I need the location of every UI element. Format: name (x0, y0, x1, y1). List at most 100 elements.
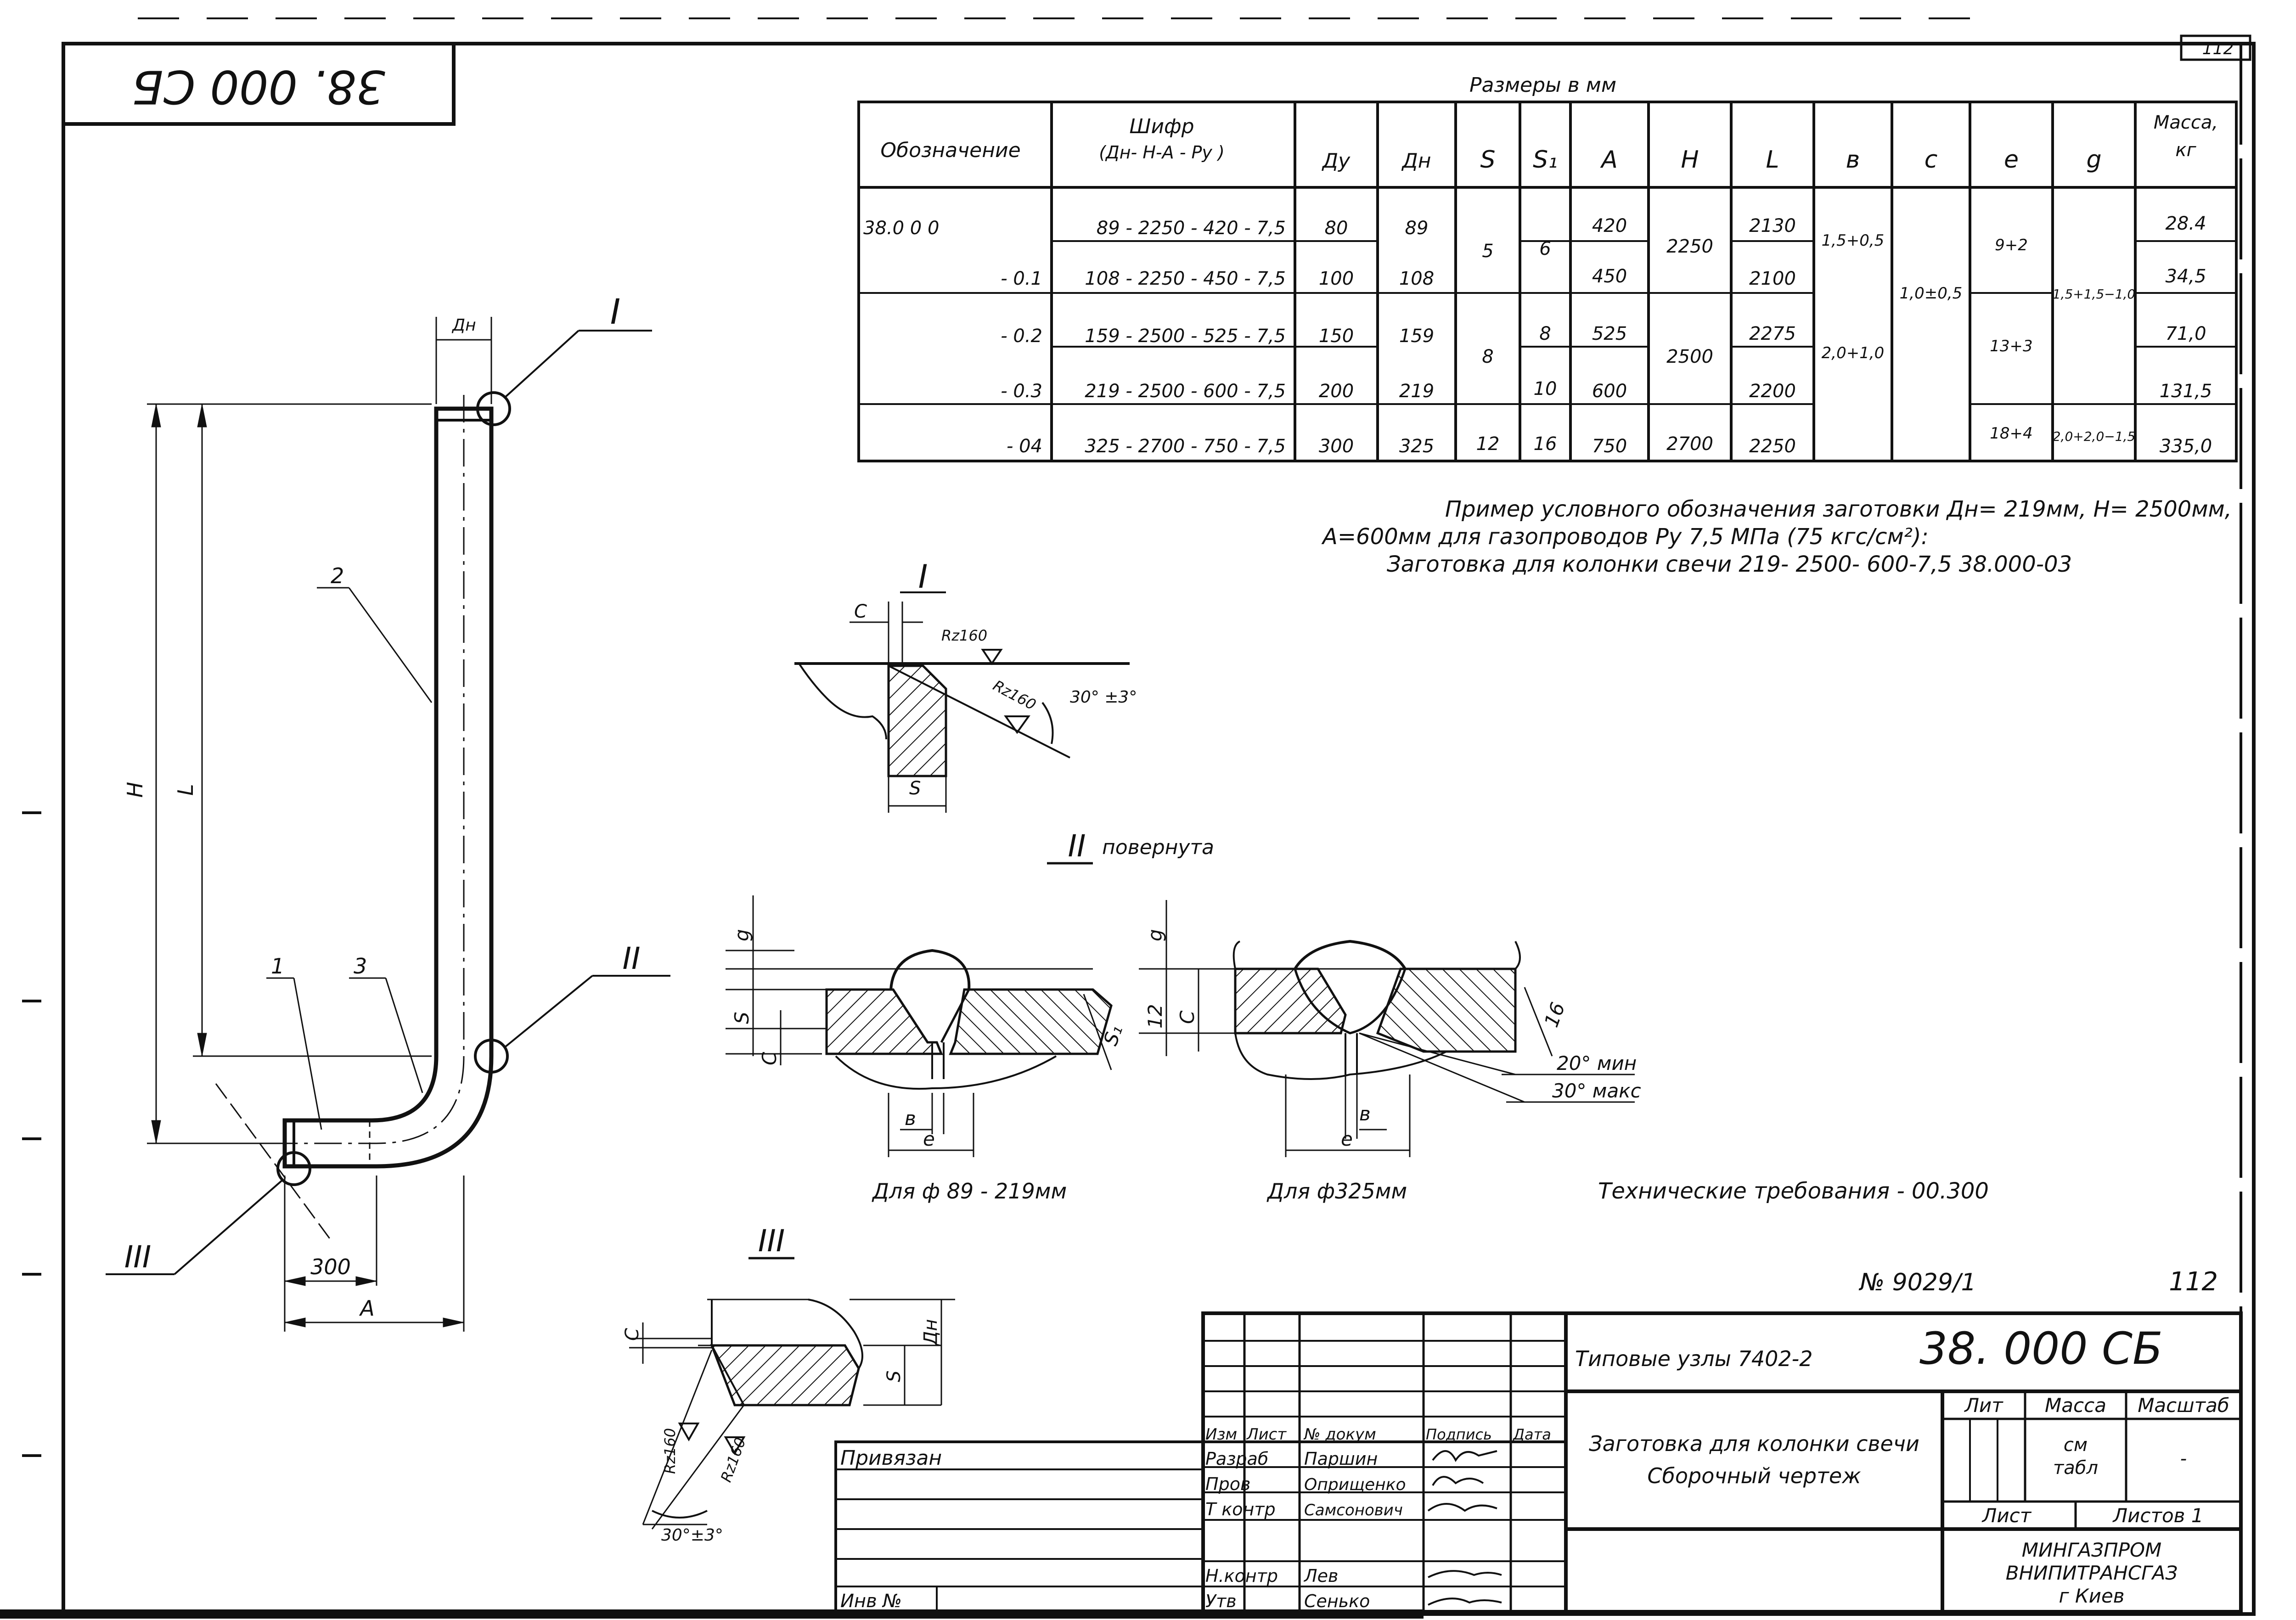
series-label: Типовые узлы 7402-2 (1575, 1346, 1813, 1371)
header-e: е (2004, 146, 2019, 174)
example-line-1: Пример условного обозначения заготовки Д… (1445, 496, 2232, 522)
col-doc: № докум (1303, 1425, 1376, 1444)
detail-2-note: повернута (1102, 836, 1214, 859)
detail-2-dim12: 12 (1144, 1004, 1166, 1029)
row-3-du: 150 (1319, 326, 1354, 347)
s1-10: 10 (1534, 378, 1557, 399)
row-4-designation: - 0.3 (1001, 381, 1042, 402)
row-5-l: 2250 (1749, 436, 1796, 457)
col-izm: Изм (1205, 1425, 1237, 1444)
detail-2-dim16: 16 (1540, 999, 1569, 1030)
e-2: 13+3 (1990, 337, 2032, 355)
row-1-dn: 89 (1405, 218, 1429, 239)
header-du: Ду (1322, 149, 1351, 173)
example-line-2: А=600мм для газопроводов Ру 7,5 МПа (75 … (1321, 524, 1929, 550)
detail-2-labels: II повернута g S С S₁ в е Для ф 89 - 219… (731, 828, 1641, 1204)
org-line-3: г Киев (2059, 1585, 2124, 1607)
inv-label: Инв № (840, 1591, 902, 1612)
privyazan-label: Привязан (840, 1446, 942, 1470)
s-8: 8 (1482, 346, 1493, 367)
row-4-a: 600 (1592, 381, 1627, 402)
detail-2-e: е (923, 1128, 935, 1150)
detail-2-b: в (905, 1107, 916, 1130)
row-3-designation: - 0.2 (1001, 326, 1042, 347)
row-2-designation: - 0.1 (1001, 268, 1042, 289)
s1-8: 8 (1539, 323, 1551, 344)
col-sign: Подпись (1426, 1426, 1492, 1443)
row-5-dn: 325 (1399, 436, 1434, 457)
row-5-cipher: 325 - 2700 - 750 - 7,5 (1085, 436, 1286, 457)
dn-label: Дн (451, 316, 476, 335)
role-3: Т контр (1205, 1499, 1276, 1519)
detail-2-b2: в (1359, 1102, 1371, 1125)
page-number: 112 (2169, 1267, 2218, 1297)
callout-2: II (623, 941, 641, 976)
row-1-l: 2130 (1749, 215, 1796, 236)
header-b: в (1846, 146, 1860, 174)
row-4-mass: 131,5 (2160, 381, 2212, 402)
detail-2-angle-max: 30° макс (1552, 1080, 1641, 1102)
header-g: g (2086, 146, 2101, 174)
row-2-dn: 108 (1399, 268, 1434, 289)
s-12: 12 (1476, 433, 1500, 455)
name-2: Оприщенко (1304, 1475, 1406, 1494)
l-label: L (173, 784, 198, 796)
example-line-3: Заготовка для колонки свечи 219- 2500- 6… (1387, 551, 2072, 577)
header-mass: Масса, (2154, 112, 2218, 133)
col-date: Дата (1512, 1426, 1551, 1443)
row-2-du: 100 (1319, 268, 1354, 289)
detail-1-rz2: Rz160 (990, 677, 1039, 714)
pos-2: 2 (331, 563, 344, 588)
detail-3-angle: 30°±3° (661, 1526, 723, 1545)
detail-3-dn: Дн (920, 1319, 941, 1346)
scale-value: - (2180, 1448, 2187, 1469)
sheet-frame (0, 17, 2256, 1619)
header-l: L (1766, 146, 1779, 174)
row-1-mass: 28.4 (2165, 213, 2206, 234)
mass-value-2: табл (2053, 1457, 2098, 1479)
g-1: 1,5+1,5−1,0 (2053, 287, 2136, 302)
title-code: 38. 000 СБ (1919, 1323, 2163, 1374)
s-5: 5 (1482, 241, 1493, 262)
detail-2-caption: Для ф 89 - 219мм (872, 1179, 1067, 1204)
row-5-designation: - 04 (1007, 436, 1042, 457)
detail-1-title: I (918, 558, 928, 596)
detail-2-caption-2: Для ф325мм (1266, 1179, 1407, 1204)
table-caption: Размеры в мм (1469, 73, 1616, 97)
row-3-l: 2275 (1749, 323, 1796, 344)
name-4: Лев (1303, 1566, 1338, 1586)
h-2250: 2250 (1666, 236, 1713, 257)
h-label: Н (123, 782, 147, 798)
signatures (1427, 1450, 1502, 1606)
sheets-label: Листов 1 (2112, 1504, 2204, 1527)
title-block (834, 1311, 2243, 1614)
header-s: S (1480, 146, 1495, 174)
main-view-labels: Дн Н L 300 А 1 2 3 I II III (123, 291, 640, 1321)
name-5: Сенько (1304, 1591, 1370, 1611)
detail-3-s: S (884, 1371, 905, 1382)
stamp-code-box: 38. 000 СБ (62, 42, 456, 126)
row-3-mass: 71,0 (2165, 323, 2206, 344)
row-4-dn: 219 (1399, 381, 1434, 402)
b-2: 2,0+1,0 (1822, 344, 1885, 362)
sheet-label: Лист (1981, 1504, 2032, 1527)
detail-2 (726, 862, 1635, 1157)
detail-2-g: g (731, 929, 753, 941)
title-block-labels: Типовые узлы 7402-2 38. 000 СБ Лит Масса… (840, 1323, 2229, 1612)
pos-3: 3 (354, 954, 367, 979)
corner-page-box: 112 (2180, 34, 2251, 61)
corner-page: 112 (2202, 39, 2234, 58)
row-1-designation: 38.0 0 0 (863, 218, 939, 239)
org-line-2: ВНИПИТРАНСГАЗ (2006, 1562, 2178, 1584)
detail-1-rz1: Rz160 (941, 627, 987, 644)
row-2-mass: 34,5 (2165, 266, 2206, 287)
row-3-a: 525 (1592, 323, 1627, 344)
col-list: Лист (1246, 1425, 1287, 1444)
detail-2-angle-min: 20° мин (1557, 1052, 1637, 1074)
row-4-du: 200 (1319, 381, 1354, 402)
name-1: Паршин (1304, 1449, 1378, 1469)
row-2-a: 450 (1592, 266, 1627, 287)
g-2: 2,0+2,0−1,5 (2053, 429, 2136, 444)
row-1-a: 420 (1592, 215, 1627, 236)
row-2-l: 2100 (1749, 268, 1796, 289)
